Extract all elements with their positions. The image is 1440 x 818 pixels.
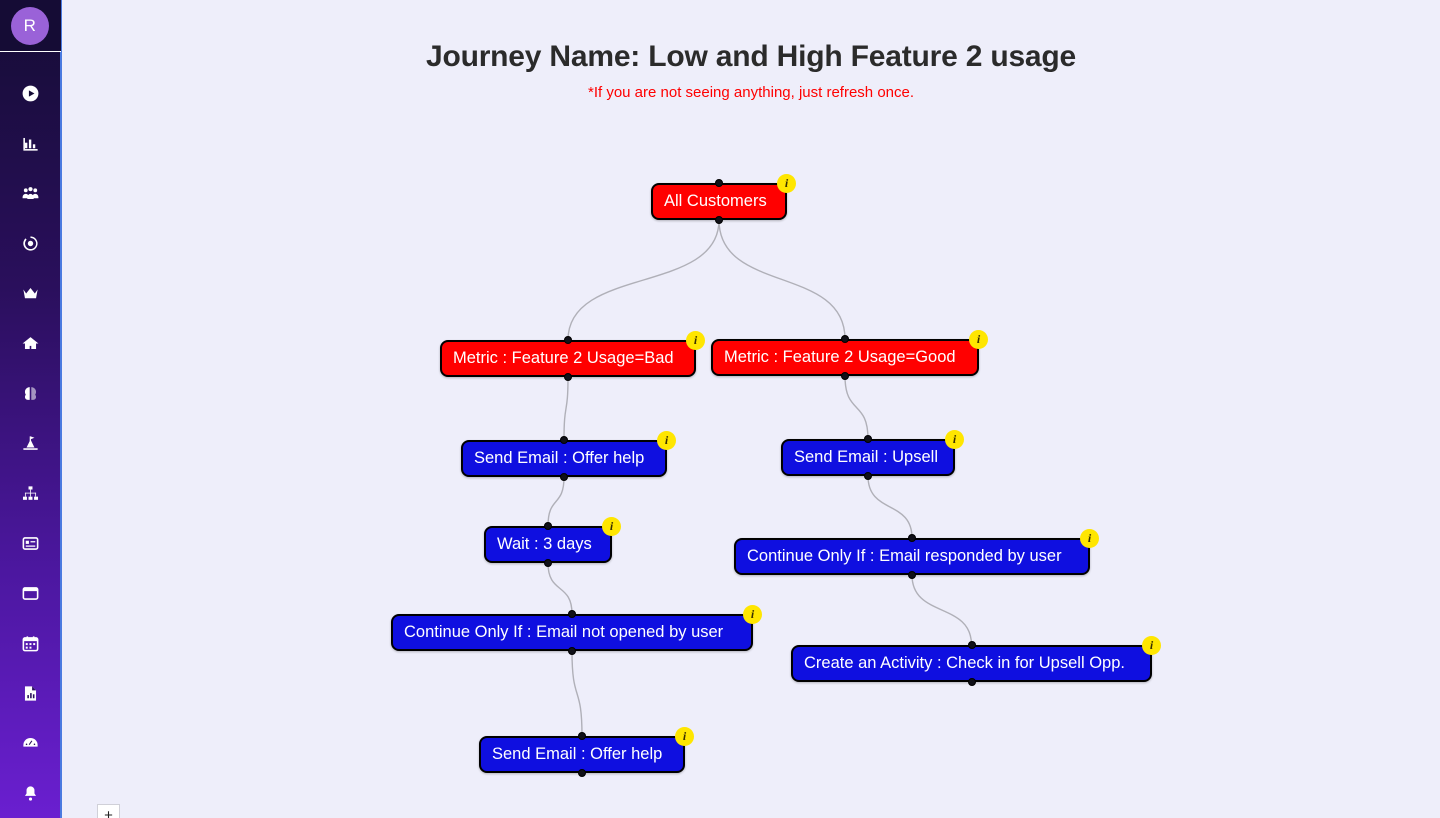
flow-node-label: Continue Only If : Email not opened by u… xyxy=(404,623,724,641)
flag-mountain-icon xyxy=(21,434,40,453)
refresh-note: *If you are not seeing anything, just re… xyxy=(587,84,915,101)
flow-edge xyxy=(844,375,869,440)
sidebar-header: R xyxy=(0,0,61,52)
info-icon[interactable]: i xyxy=(969,330,988,349)
brain-icon xyxy=(21,384,40,403)
sidebar-item-loyalty[interactable] xyxy=(0,268,61,318)
node-port-top[interactable] xyxy=(715,179,723,187)
sidebar-item-performance[interactable] xyxy=(0,718,61,768)
page-title: Journey Name: Low and High Feature 2 usa… xyxy=(425,40,1077,73)
sidebar-item-play[interactable] xyxy=(0,68,61,118)
flow-node[interactable]: Metric : Feature 2 Usage=Good i xyxy=(711,330,988,380)
zoom-in-button[interactable]: + xyxy=(98,805,119,818)
flow-node-label: Wait : 3 days xyxy=(497,535,592,553)
flow-edge xyxy=(911,574,973,646)
flow-node[interactable]: Continue Only If : Email not opened by u… xyxy=(391,605,762,655)
flow-node[interactable]: Create an Activity : Check in for Upsell… xyxy=(791,636,1161,686)
sidebar-item-analytics[interactable] xyxy=(0,118,61,168)
node-port-top[interactable] xyxy=(560,436,568,444)
flow-node[interactable]: Send Email : Offer help i xyxy=(479,727,694,777)
flow-node-label: Create an Activity : Check in for Upsell… xyxy=(804,654,1125,672)
browser-window-icon xyxy=(21,584,40,603)
flow-edge xyxy=(567,219,720,341)
file-chart-icon xyxy=(21,684,40,703)
gauge-icon xyxy=(21,734,40,753)
flow-node-label: Continue Only If : Email responded by us… xyxy=(747,547,1062,565)
bar-chart-icon xyxy=(21,134,40,153)
flow-node[interactable]: Metric : Feature 2 Usage=Bad i xyxy=(440,331,705,381)
sidebar-item-ai-insights[interactable] xyxy=(0,368,61,418)
info-icon[interactable]: i xyxy=(675,727,694,746)
flow-node-label: Metric : Feature 2 Usage=Good xyxy=(724,348,956,366)
flow-node[interactable]: Send Email : Upsell i xyxy=(781,430,964,480)
flow-node[interactable]: Wait : 3 days i xyxy=(484,517,621,567)
flow-edge xyxy=(563,376,569,441)
node-port-top[interactable] xyxy=(578,732,586,740)
flow-edge xyxy=(718,219,846,340)
node-port-bottom[interactable] xyxy=(864,472,872,480)
sidebar-item-calendar[interactable] xyxy=(0,618,61,668)
info-icon[interactable]: i xyxy=(686,331,705,350)
sidebar: R xyxy=(0,0,62,818)
zoom-controls: + xyxy=(97,804,120,818)
calendar-icon xyxy=(21,634,40,653)
bell-icon xyxy=(21,784,40,803)
node-port-top[interactable] xyxy=(544,522,552,530)
node-port-bottom[interactable] xyxy=(715,216,723,224)
flow-node-label: Send Email : Offer help xyxy=(492,745,663,763)
crown-icon xyxy=(21,284,40,303)
edge-layer xyxy=(547,219,973,737)
sidebar-item-audience[interactable] xyxy=(0,168,61,218)
flow-node-label: Send Email : Offer help xyxy=(474,449,645,467)
sidebar-item-notifications[interactable] xyxy=(0,768,61,818)
users-group-icon xyxy=(21,184,40,203)
info-icon[interactable]: i xyxy=(945,430,964,449)
node-port-bottom[interactable] xyxy=(967,678,976,686)
node-port-bottom[interactable] xyxy=(578,769,586,777)
home-icon xyxy=(21,334,40,353)
sidebar-nav xyxy=(0,52,61,818)
flow-edge xyxy=(547,562,573,615)
node-port-bottom[interactable] xyxy=(908,571,916,579)
flow-node-label: Metric : Feature 2 Usage=Bad xyxy=(453,349,674,367)
target-eye-icon xyxy=(21,234,40,253)
info-icon[interactable]: i xyxy=(743,605,762,624)
flow-node[interactable]: Send Email : Offer help i xyxy=(461,431,676,481)
flow-node[interactable]: All Customers i xyxy=(651,174,796,224)
flow-node[interactable]: Continue Only If : Email responded by us… xyxy=(734,529,1099,579)
node-port-top[interactable] xyxy=(568,610,576,618)
play-circle-icon xyxy=(21,84,40,103)
info-icon[interactable]: i xyxy=(1142,636,1161,655)
sidebar-item-sitemap[interactable] xyxy=(0,468,61,518)
sidebar-item-journeys[interactable] xyxy=(0,418,61,468)
node-port-top[interactable] xyxy=(864,435,872,443)
info-icon[interactable]: i xyxy=(777,174,796,193)
avatar[interactable]: R xyxy=(11,6,49,45)
flow-node-label: All Customers xyxy=(664,192,767,210)
flow-edge xyxy=(547,476,565,527)
flow-edge xyxy=(571,650,583,737)
sidebar-item-reports[interactable] xyxy=(0,668,61,718)
node-port-bottom[interactable] xyxy=(568,647,576,655)
node-port-top[interactable] xyxy=(908,534,916,542)
node-port-bottom[interactable] xyxy=(560,473,568,481)
node-port-bottom[interactable] xyxy=(841,372,849,380)
info-icon[interactable]: i xyxy=(657,431,676,450)
sitemap-icon xyxy=(21,484,40,503)
info-icon[interactable]: i xyxy=(1080,529,1099,548)
node-port-bottom[interactable] xyxy=(544,559,552,567)
sidebar-item-pages[interactable] xyxy=(0,568,61,618)
node-port-top[interactable] xyxy=(967,641,976,649)
flow-node-label: Send Email : Upsell xyxy=(794,448,938,466)
sidebar-item-segments[interactable] xyxy=(0,218,61,268)
flow-edge xyxy=(867,475,913,539)
node-port-bottom[interactable] xyxy=(564,373,572,381)
node-port-top[interactable] xyxy=(841,335,849,343)
sidebar-item-campaigns[interactable] xyxy=(0,518,61,568)
info-icon[interactable]: i xyxy=(602,517,621,536)
card-list-icon xyxy=(21,534,40,553)
sidebar-item-home[interactable] xyxy=(0,318,61,368)
node-port-top[interactable] xyxy=(564,336,572,344)
